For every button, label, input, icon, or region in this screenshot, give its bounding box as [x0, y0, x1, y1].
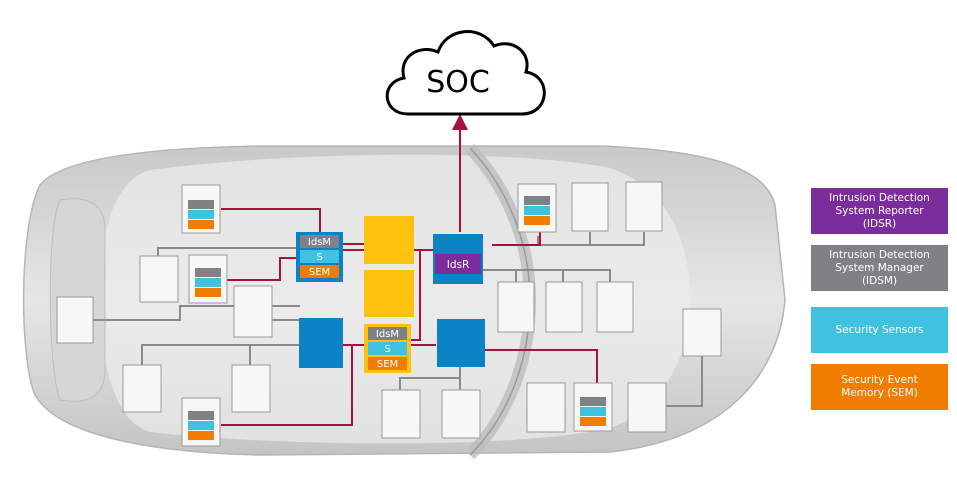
soc-cloud: SOC [385, 30, 546, 116]
ecu-box [596, 281, 634, 333]
central-computer [364, 270, 414, 317]
ids-stack-blue: IdsM S SEM [296, 232, 343, 282]
grey-links [93, 232, 703, 407]
idsr-label: IdsR [447, 259, 470, 271]
ecu-box [625, 181, 663, 232]
ecu-box [122, 364, 162, 413]
soc-label: SOC [426, 65, 490, 100]
legend-item-idsm: Intrusion Detection System Manager (IDSM… [811, 245, 948, 291]
mini-stack [188, 254, 228, 304]
sem-label: SEM [377, 359, 398, 370]
domain-controller [299, 318, 343, 368]
ecu-box [441, 389, 481, 439]
legend-item-sensors: Security Sensors [811, 307, 948, 353]
ecu-box [571, 182, 609, 232]
ecu-box [56, 296, 94, 344]
ecu-box [526, 382, 566, 433]
ecu-box [381, 389, 421, 439]
mini-stack-ecus [181, 183, 613, 447]
legend-item-sem: Security Event Memory (SEM) [811, 364, 948, 410]
ecu-box [682, 308, 722, 357]
sensor-label: S [316, 252, 322, 263]
legend-item-idsr: Intrusion Detection System Reporter (IDS… [811, 188, 948, 234]
legend-label: Security Sensors [835, 323, 924, 336]
mini-stack [181, 397, 221, 447]
ecu-box [231, 364, 271, 413]
ecu-box [627, 382, 667, 433]
legend-label: Intrusion Detection System Manager (IDSM… [829, 248, 930, 287]
legend-label: Intrusion Detection System Reporter (IDS… [829, 191, 930, 230]
domain-controller [437, 319, 485, 367]
mini-stack [181, 184, 221, 234]
ecu-boxes [56, 181, 722, 439]
ecu-box [545, 281, 583, 333]
mini-stack [573, 382, 613, 432]
gateway-idsr: IdsR [433, 234, 483, 284]
mini-stack [517, 183, 557, 233]
ecu-box [497, 281, 535, 333]
idsm-label: IdsM [376, 329, 399, 340]
ecu-box [233, 285, 273, 338]
idsm-label: IdsM [308, 237, 331, 248]
legend-label: Security Event Memory (SEM) [841, 374, 918, 399]
sensor-label: S [384, 344, 390, 355]
central-computer [364, 216, 414, 264]
sem-label: SEM [309, 267, 330, 278]
ecu-box [139, 255, 179, 303]
ids-stack-yellow: IdsM S SEM [364, 324, 411, 373]
